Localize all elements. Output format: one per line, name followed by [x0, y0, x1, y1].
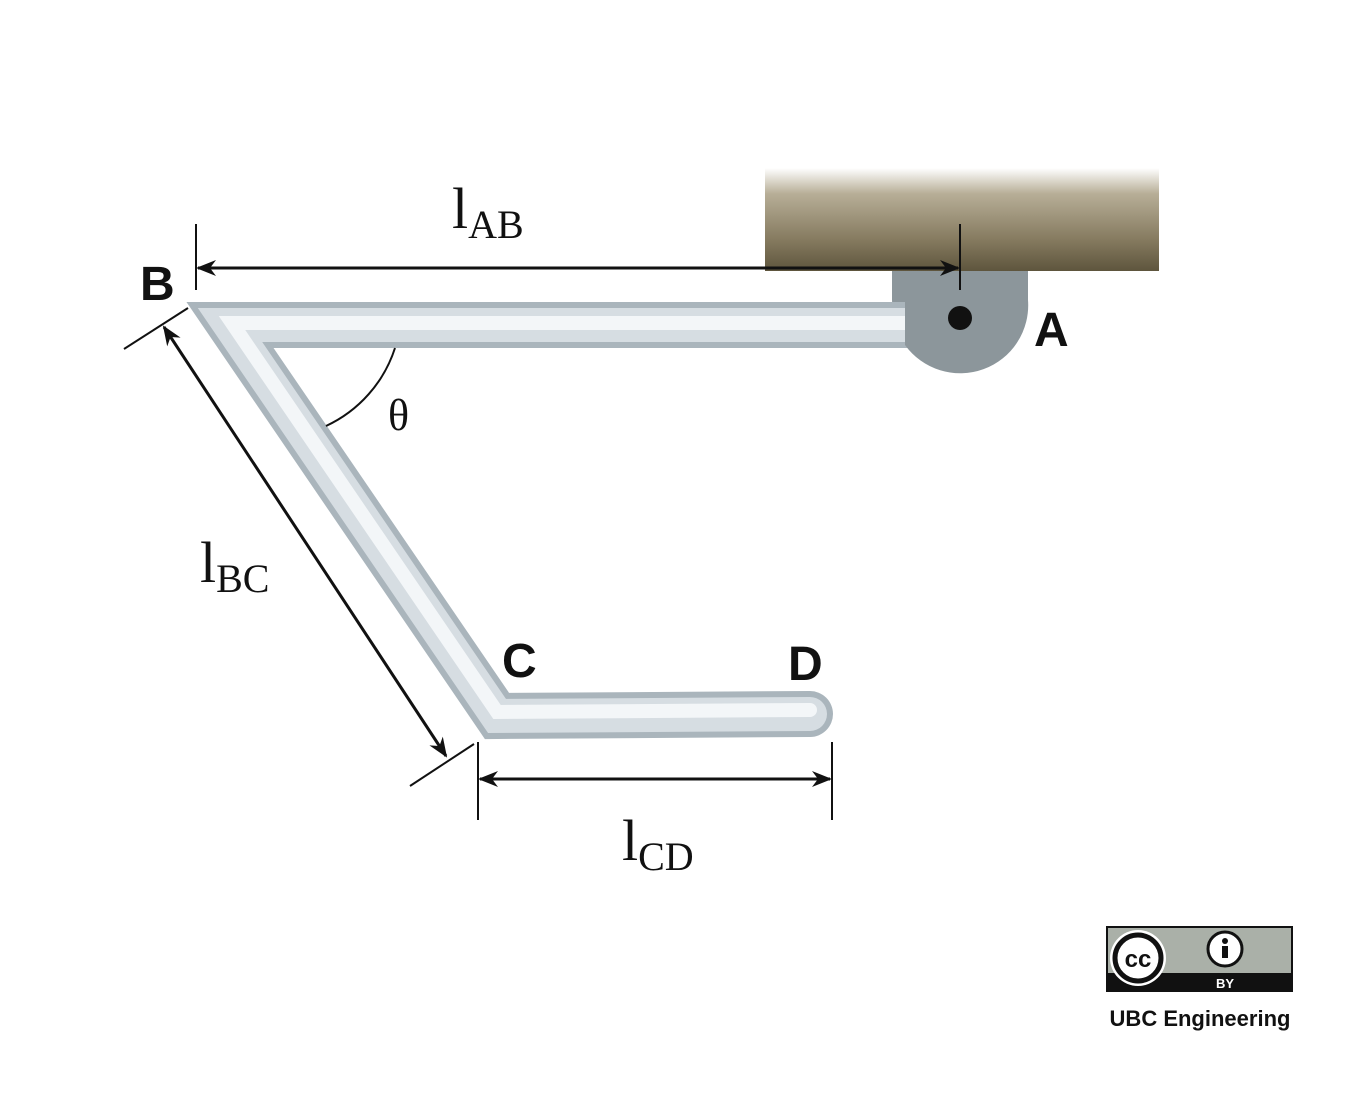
- rod-shadow: [186, 302, 985, 740]
- point-label-a: A: [1034, 304, 1069, 357]
- dim-bc-extension-top: [123, 307, 189, 350]
- dim-cd-main: l: [622, 808, 638, 873]
- cc-icon-text: cc: [1125, 946, 1152, 973]
- dim-bc-extension-bottom: [409, 743, 475, 787]
- cc-icon: [1112, 932, 1164, 984]
- angle-theta-arc: [325, 347, 396, 427]
- point-label-b: B: [140, 258, 175, 311]
- point-label-c: C: [502, 635, 537, 688]
- dim-bc-main: l: [200, 530, 216, 595]
- bent-rod: [186, 302, 985, 740]
- cc-by-license-badge: cc BY: [1106, 926, 1293, 992]
- license-by-text: BY: [1216, 976, 1234, 991]
- attribution-icon-head: [1222, 938, 1228, 944]
- dim-bc-label: lBC: [200, 530, 269, 601]
- dim-ab-main: l: [452, 176, 468, 241]
- dim-cd-sub: CD: [638, 834, 694, 879]
- attribution-icon-body: [1222, 946, 1228, 958]
- dim-cd-label: lCD: [622, 808, 694, 879]
- angle-theta-label: θ: [388, 391, 409, 440]
- fixed-support-block: [765, 168, 1159, 271]
- dim-bc-sub: BC: [216, 556, 269, 601]
- point-label-d: D: [788, 638, 823, 691]
- dim-ab-label: lAB: [452, 176, 524, 247]
- dim-ab-sub: AB: [468, 202, 524, 247]
- pin-hole: [948, 306, 972, 330]
- dim-bc-arrow: [162, 325, 448, 758]
- credit-text: UBC Engineering: [1110, 1006, 1291, 1031]
